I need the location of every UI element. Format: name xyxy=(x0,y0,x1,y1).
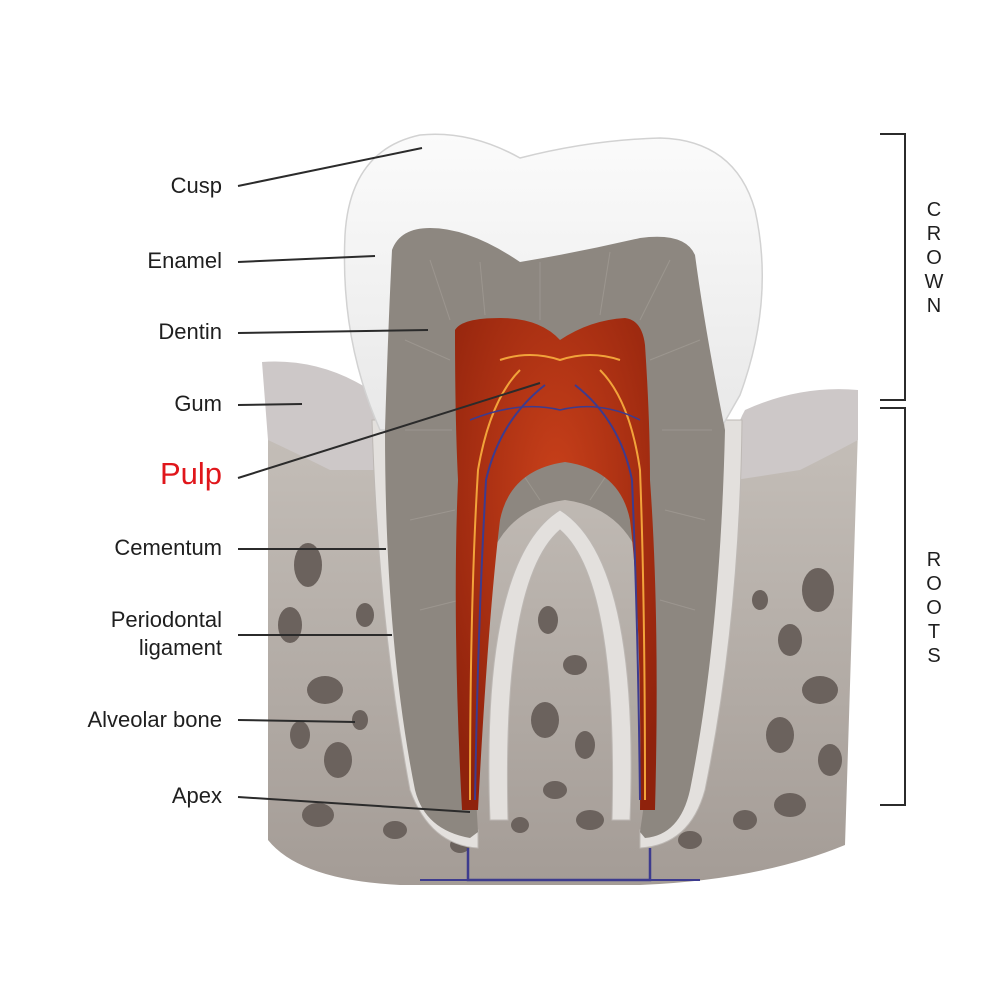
roots-bracket xyxy=(880,407,906,806)
nerves-and-vessels xyxy=(420,354,700,882)
label-apex: Apex xyxy=(171,783,222,808)
pulp-leader xyxy=(237,382,541,479)
label-cementum: Cementum xyxy=(114,535,222,560)
label-enamel: Enamel xyxy=(147,248,222,273)
label-cusp: Cusp xyxy=(170,173,222,198)
dentin-texture xyxy=(404,251,712,611)
label-periodontal-line1: Periodontal xyxy=(110,607,222,632)
gum-shape xyxy=(262,361,858,480)
label-pulp: Pulp xyxy=(159,456,222,491)
gum-leader xyxy=(237,403,303,406)
pulp-shape xyxy=(455,318,657,810)
label-alveolar-bone: Alveolar bone xyxy=(87,707,222,732)
apex-leader xyxy=(237,796,471,813)
label-gum: Gum xyxy=(174,391,222,416)
region-label-roots: ROOTS xyxy=(926,549,942,667)
region-label-crown: CROWN xyxy=(924,199,944,317)
cusp-leader xyxy=(237,147,423,187)
label-periodontal-line2: ligament xyxy=(138,635,222,660)
alveolar-bone-leader xyxy=(237,719,356,723)
label-dentin: Dentin xyxy=(158,319,222,344)
region-brackets xyxy=(880,133,906,806)
crown-bracket xyxy=(880,133,906,401)
dentin-leader xyxy=(237,329,429,334)
leader-lines xyxy=(237,147,541,813)
enamel-leader xyxy=(237,255,376,263)
